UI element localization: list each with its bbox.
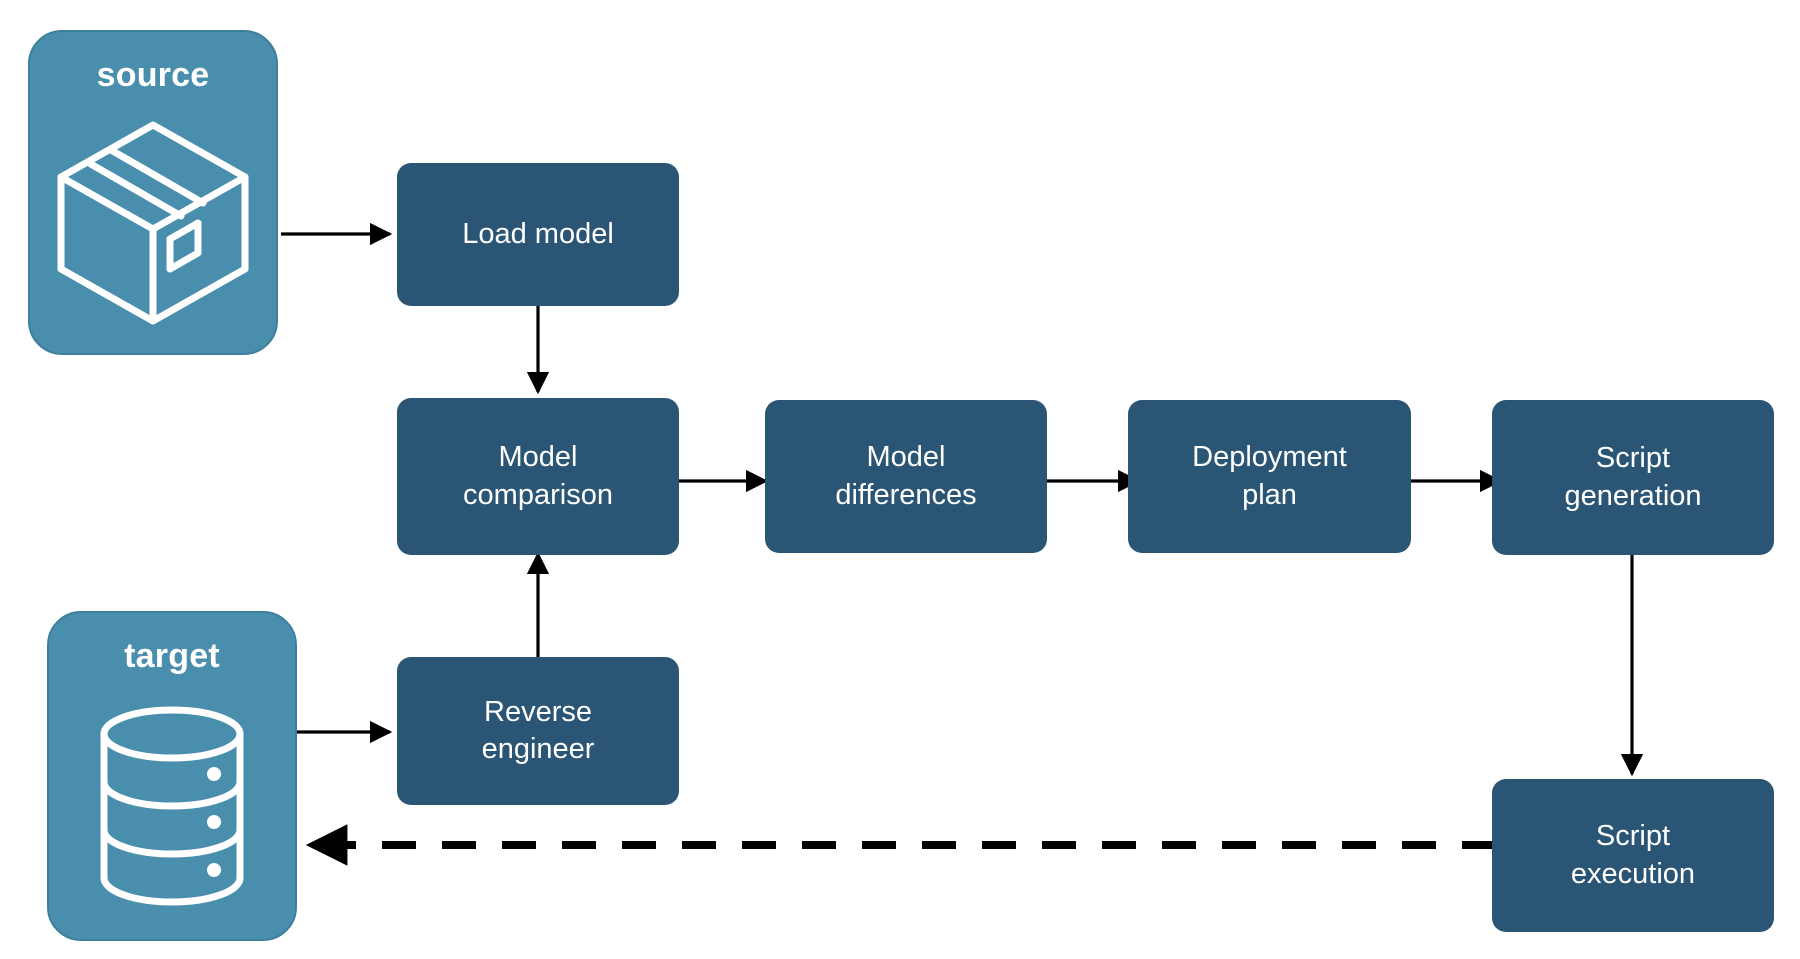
model-differences-label-line2: differences bbox=[835, 478, 977, 511]
model-comparison-label-line2: comparison bbox=[463, 478, 613, 511]
endpoint-node-source[interactable]: source bbox=[28, 30, 278, 355]
reverse-engineer-label-line1: Reverse bbox=[484, 695, 592, 728]
deployment-plan-label-line2: plan bbox=[1242, 478, 1297, 511]
script-execution-label-line1: Script bbox=[1595, 820, 1671, 853]
load-model-label-line1: Load model bbox=[462, 217, 614, 250]
script-generation-label-line2: generation bbox=[1564, 479, 1702, 512]
process-box-script-execution[interactable]: Script execution bbox=[1492, 779, 1774, 932]
script-execution-label-line2: execution bbox=[1570, 857, 1696, 890]
model-differences-label-line1: Model bbox=[866, 441, 946, 474]
process-box-reverse-engineer[interactable]: Reverse engineer bbox=[397, 657, 679, 805]
endpoint-node-target[interactable]: target bbox=[47, 611, 297, 941]
model-comparison-label-line1: Model bbox=[498, 441, 578, 474]
reverse-engineer-label-line2: engineer bbox=[481, 733, 595, 765]
process-box-model-differences[interactable]: Model differences bbox=[765, 400, 1047, 553]
target-node-label: target bbox=[124, 637, 220, 675]
database-cylinder-icon bbox=[49, 673, 295, 939]
process-box-script-generation[interactable]: Script generation bbox=[1492, 400, 1774, 555]
deployment-plan-label-line1: Deployment bbox=[1192, 441, 1347, 474]
source-node-label: source bbox=[96, 56, 210, 94]
process-box-deployment-plan[interactable]: Deployment plan bbox=[1128, 400, 1411, 553]
package-box-icon bbox=[30, 92, 276, 353]
script-generation-label-line1: Script bbox=[1595, 442, 1671, 475]
process-box-load-model[interactable]: Load model bbox=[397, 163, 679, 306]
process-box-model-comparison[interactable]: Model comparison bbox=[397, 398, 679, 555]
